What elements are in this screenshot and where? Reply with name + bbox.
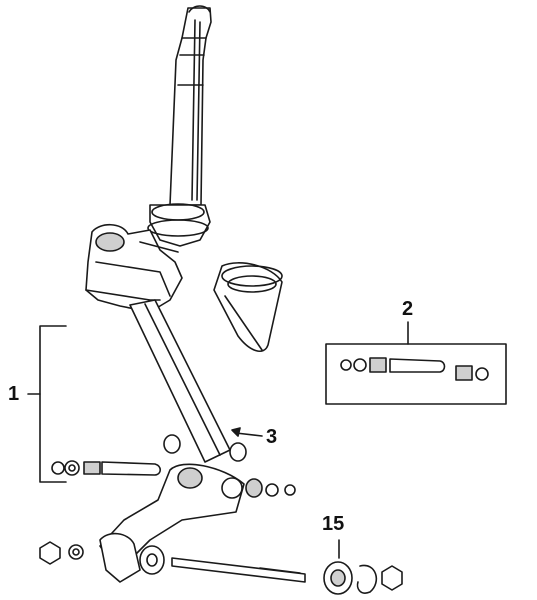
callout-label-2: 2 [402,298,414,320]
bearing-15 [323,539,353,595]
pivot-bearing-set [245,478,296,498]
callout-label-1: 1 [8,383,20,405]
fork-leg [129,299,231,463]
callout-1-bracket [27,325,67,483]
circlip [356,564,378,594]
steering-column-tube [169,5,212,206]
pivot-kit-1 [51,434,247,476]
callout-3-leader [231,427,263,437]
dust-cover [213,262,283,352]
wheel-axle [171,557,306,583]
swing-arm [99,463,245,583]
callout-label-15: 15 [322,513,345,535]
callout-2-box [325,321,507,405]
callout-label-3: 3 [266,426,278,448]
steering-head [85,203,211,313]
axle-nut-left [39,541,84,565]
axle-nut-right [381,565,403,591]
